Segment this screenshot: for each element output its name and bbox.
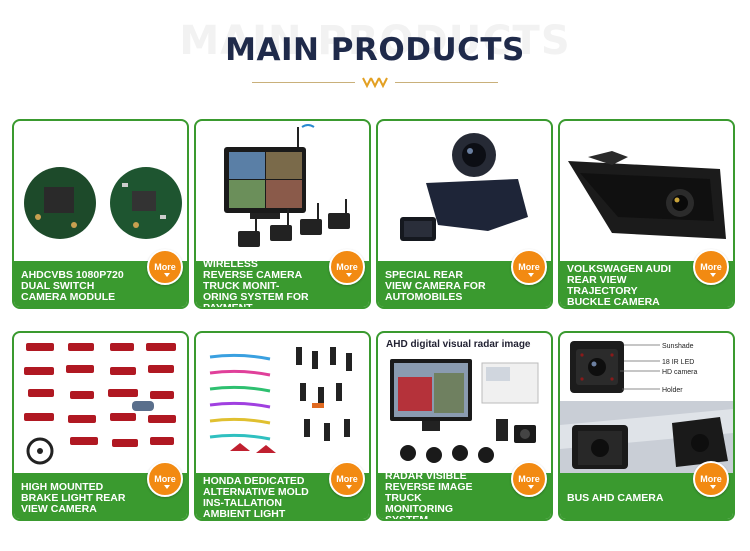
page-title: MAIN PRODUCTS bbox=[225, 32, 525, 68]
more-button[interactable]: More bbox=[329, 249, 365, 285]
product-card-radar[interactable]: AHD digital visual radar image RADAR VIS… bbox=[376, 331, 553, 521]
wireless-monitor-image bbox=[224, 124, 350, 247]
more-label: More bbox=[518, 474, 540, 484]
product-card-brake-light[interactable]: HIGH MOUNTED BRAKE LIGHT REAR VIEW CAMER… bbox=[12, 331, 189, 521]
bus-label-holder: Holder bbox=[662, 387, 683, 394]
chevrons-icon bbox=[362, 77, 388, 89]
more-button[interactable]: More bbox=[693, 461, 729, 497]
bus-label-sunshade: Sunshade bbox=[662, 343, 694, 350]
ambient-light-kit-image bbox=[209, 347, 352, 453]
more-button[interactable]: More bbox=[329, 461, 365, 497]
more-label: More bbox=[336, 474, 358, 484]
divider-right bbox=[395, 82, 498, 83]
product-card-vw-audi[interactable]: VOLKSWAGEN AUDI REAR VIEW TRAJECTORY BUC… bbox=[558, 119, 735, 309]
rear-camera-image bbox=[400, 133, 528, 241]
product-card-camera-module[interactable]: AHDCVBS 1080P720 DUAL SWITCH CAMERA MODU… bbox=[12, 119, 189, 309]
divider-left bbox=[252, 82, 355, 83]
more-button[interactable]: More bbox=[693, 249, 729, 285]
more-label: More bbox=[518, 262, 540, 272]
ghost-title: MAIN PRODUCTS bbox=[179, 18, 571, 64]
product-card-wireless-truck[interactable]: WIRELESS REVERSE CAMERA TRUCK MONIT-ORIN… bbox=[194, 119, 371, 309]
more-button[interactable]: More bbox=[147, 249, 183, 285]
more-button[interactable]: More bbox=[147, 461, 183, 497]
more-label: More bbox=[700, 262, 722, 272]
brake-light-cameras-image bbox=[24, 343, 176, 465]
more-label: More bbox=[154, 474, 176, 484]
section-header: MAIN PRODUCTS MAIN PRODUCTS bbox=[0, 0, 750, 110]
radar-monitor-image: AHD digital visual radar image bbox=[386, 339, 539, 463]
more-button[interactable]: More bbox=[511, 249, 547, 285]
more-label: More bbox=[154, 262, 176, 272]
product-grid: AHDCVBS 1080P720 DUAL SWITCH CAMERA MODU… bbox=[12, 119, 740, 523]
radar-heading: AHD digital visual radar image bbox=[386, 339, 531, 350]
more-button[interactable]: More bbox=[511, 461, 547, 497]
camera-module-image bbox=[24, 167, 182, 239]
bus-label-hd-camera: HD camera bbox=[662, 369, 698, 376]
bus-camera-image: Sunshade 18 IR LED HD camera Holder bbox=[560, 341, 733, 473]
product-card-ambient-light[interactable]: HONDA DEDICATED ALTERNATIVE MOLD INS-TAL… bbox=[194, 331, 371, 521]
more-label: More bbox=[336, 262, 358, 272]
product-card-special-rear[interactable]: SPECIAL REAR VIEW CAMERA FOR AUTOMOBILES… bbox=[376, 119, 553, 309]
bus-label-ir-led: 18 IR LED bbox=[662, 359, 694, 366]
trunk-handle-camera-image bbox=[568, 151, 726, 239]
product-card-bus-ahd[interactable]: Sunshade 18 IR LED HD camera Holder BUS … bbox=[558, 331, 735, 521]
more-label: More bbox=[700, 474, 722, 484]
